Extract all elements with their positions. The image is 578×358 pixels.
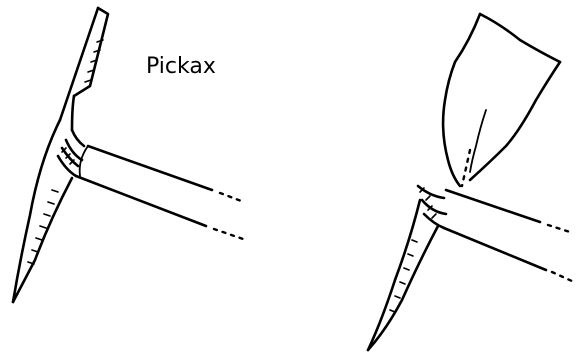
caption-label: Pickax	[146, 56, 216, 78]
pickax-collar	[58, 140, 82, 176]
pickax-handle-top	[88, 146, 212, 190]
hand-left-edge	[443, 14, 480, 186]
pickax-head-upper	[74, 8, 108, 96]
hand-right-edge	[470, 62, 560, 180]
pickax-head-outer-edge	[13, 120, 60, 302]
pickax-handle-bottom	[76, 176, 206, 226]
right-pickax-handle-bottom	[444, 228, 546, 270]
pickax-in-hand	[368, 14, 574, 350]
right-pickax-head-inner	[368, 226, 438, 350]
hand-crease	[470, 110, 486, 172]
pickax-left	[13, 8, 246, 302]
sleeve-top	[480, 14, 560, 62]
right-pickax-handle-top	[446, 190, 540, 222]
